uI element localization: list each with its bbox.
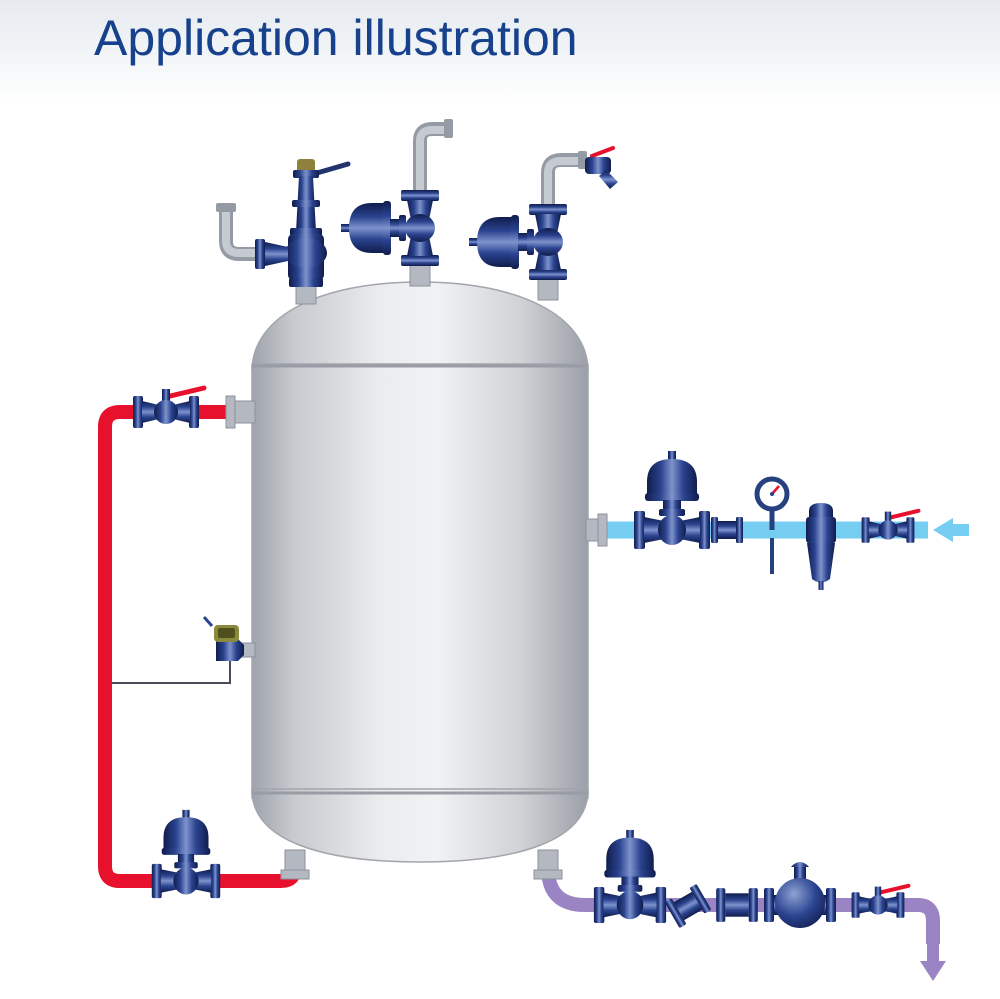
outlet-flow-arrow	[920, 941, 946, 981]
actuated-valve-inlet	[634, 451, 710, 549]
pipe-spool-inlet	[711, 517, 743, 543]
pressure-vessel-tank	[251, 281, 589, 863]
actuated-valve-top-center	[341, 190, 439, 266]
ball-valve-inlet	[862, 511, 919, 543]
filter-regulator	[806, 503, 836, 590]
inlet-flow-arrow	[933, 518, 969, 542]
safety-valve-discharge-pipe	[216, 203, 260, 261]
pressure-gauge	[754, 476, 790, 574]
page-header: Application illustration	[0, 0, 1000, 104]
pipe-spool-outlet	[716, 888, 758, 922]
actuated-valve-red-line	[151, 809, 221, 899]
safety-relief-valve	[255, 159, 351, 287]
actuated-valve-top-right	[469, 204, 567, 280]
sensor-signal-line	[111, 661, 231, 684]
riser-pipe-top-center	[413, 119, 453, 202]
small-valve-top-right	[585, 146, 618, 189]
angled-spool-outlet	[664, 883, 712, 929]
page-title: Application illustration	[94, 10, 578, 66]
ball-valve-red-line	[133, 388, 204, 428]
outlet-pipe-purple	[541, 852, 940, 944]
small-valve-lever	[590, 146, 615, 158]
temperature-sensor	[202, 616, 256, 661]
actuated-valve-outlet	[593, 829, 667, 924]
riser-pipe-top-right	[541, 151, 587, 208]
pressure-reducing-valve	[764, 862, 836, 928]
ball-valve-outlet	[852, 886, 909, 918]
